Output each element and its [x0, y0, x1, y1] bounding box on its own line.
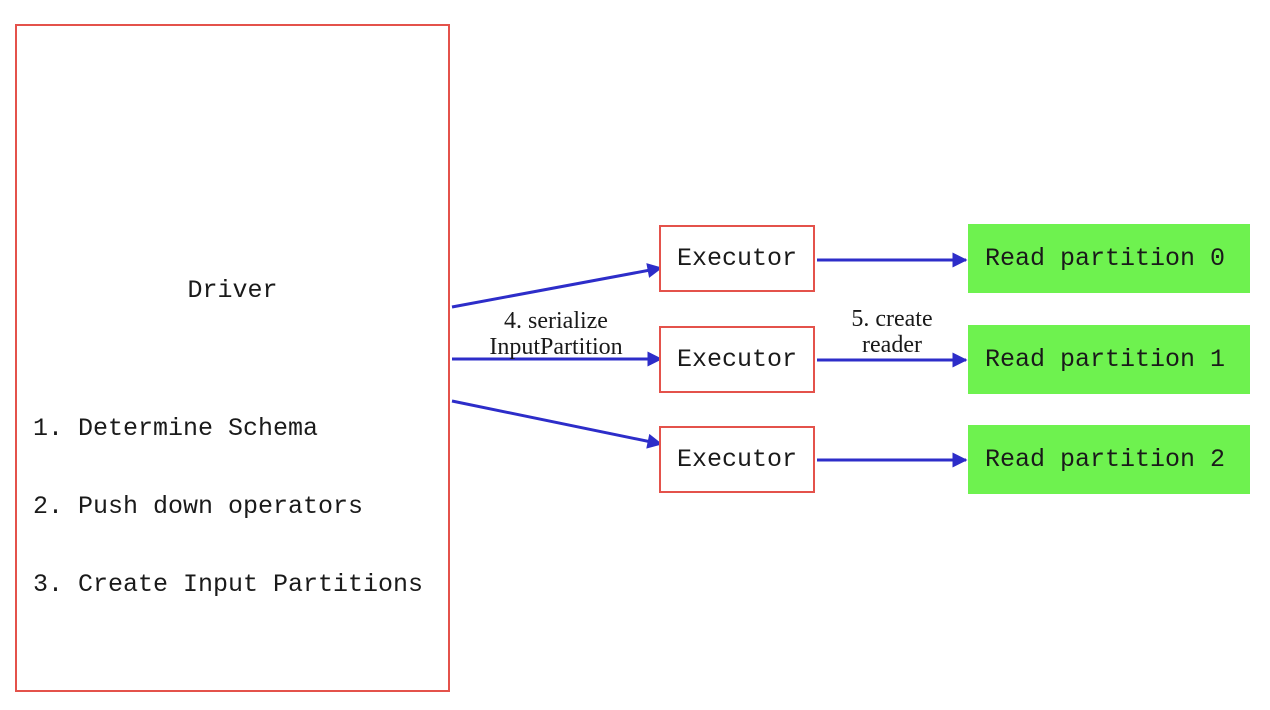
partition-label: Read partition 1: [985, 345, 1226, 374]
executor-node-1: Executor: [659, 326, 815, 393]
driver-step: 2. Push down operators: [33, 492, 364, 521]
read-partition-node-2: Read partition 2: [968, 425, 1250, 494]
arrow-driver-to-executor-0: [451, 263, 663, 309]
executor-label: Executor: [676, 345, 798, 374]
edge-label-serialize-inputpartition: 4. serialize InputPartition: [489, 308, 623, 360]
executor-node-0: Executor: [659, 225, 815, 292]
partition-label: Read partition 2: [985, 445, 1226, 474]
arrow-driver-to-executor-2: [451, 399, 663, 449]
executor-label: Executor: [676, 244, 798, 273]
read-partition-node-0: Read partition 0: [968, 224, 1250, 293]
driver-node: Driver 1. Determine Schema 2. Push down …: [15, 24, 450, 692]
driver-step: 3. Create Input Partitions: [33, 570, 424, 599]
executor-label: Executor: [676, 445, 798, 474]
executor-node-2: Executor: [659, 426, 815, 493]
driver-step: 1. Determine Schema: [33, 414, 319, 443]
read-partition-node-1: Read partition 1: [968, 325, 1250, 394]
driver-title: Driver: [187, 276, 278, 305]
driver-step-list: 1. Determine Schema 2. Push down operato…: [33, 364, 423, 650]
partition-label: Read partition 0: [985, 244, 1226, 273]
edge-label-create-reader: 5. create reader: [851, 306, 933, 358]
